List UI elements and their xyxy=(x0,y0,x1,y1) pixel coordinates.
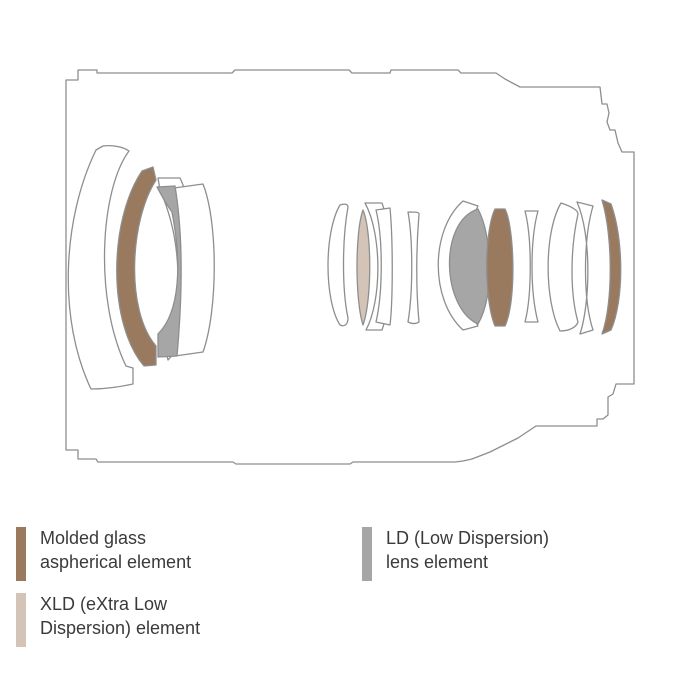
rear-element-molded-aspherical xyxy=(486,208,514,327)
legend-item-molded-glass: Molded glass aspherical element xyxy=(16,526,260,581)
front-meniscus-element xyxy=(67,145,134,390)
legend-label-molded-glass: Molded glass aspherical element xyxy=(40,528,192,572)
rear-element-8 xyxy=(576,201,594,335)
lens-construction-diagram xyxy=(65,69,635,465)
rear-element-3 xyxy=(375,207,393,326)
rear-element-7 xyxy=(547,202,579,332)
rear-element-xld xyxy=(356,209,371,326)
legend-label-xld: XLD (eXtra Low Dispersion) element xyxy=(40,594,201,638)
front-element-molded-aspherical xyxy=(116,166,157,367)
rear-element-molded-aspherical-2 xyxy=(601,199,622,335)
front-element-ld xyxy=(156,185,182,358)
legend-item-ld: LD (Low Dispersion) lens element xyxy=(362,526,606,581)
legend-item-xld: XLD (eXtra Low Dispersion) element xyxy=(16,592,260,647)
legend-swatch-molded-glass xyxy=(16,527,26,581)
rear-element-6 xyxy=(524,210,539,323)
legend-label-ld: LD (Low Dispersion) lens element xyxy=(386,528,550,572)
rear-element-4 xyxy=(407,211,420,325)
legend-swatch-ld xyxy=(362,527,372,581)
rear-element-1 xyxy=(327,203,349,327)
legend-swatch-xld xyxy=(16,593,26,647)
lens-barrel-outline xyxy=(65,69,635,465)
